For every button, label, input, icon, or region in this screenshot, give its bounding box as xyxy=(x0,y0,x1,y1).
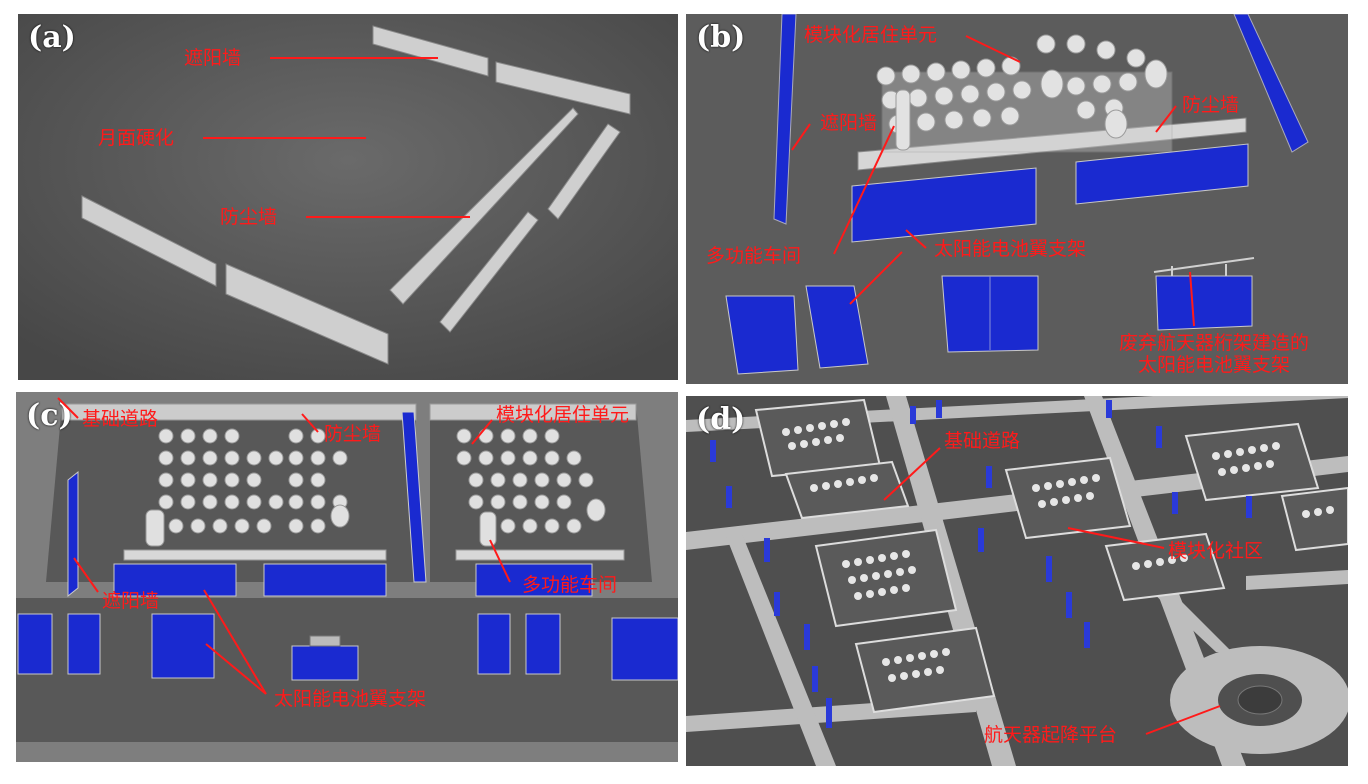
panel-a: (a) 遮阳墙 月面硬化 防尘墙 xyxy=(18,14,678,380)
modular-habitat-units-left xyxy=(145,428,350,547)
solar-panels xyxy=(710,400,1252,728)
modular-habitat-units xyxy=(876,34,1173,153)
dust-walls xyxy=(81,25,631,365)
launch-platform xyxy=(1152,586,1348,754)
solar-array-brackets xyxy=(17,563,678,681)
panel-c-scene xyxy=(16,392,678,762)
panel-d-tag: (d) xyxy=(696,402,746,437)
panel-d-label-community: 模块化社区 xyxy=(1168,540,1264,562)
dust-wall-front-left xyxy=(123,549,387,561)
panel-a-label-sunshade-wall: 遮阳墙 xyxy=(184,47,242,69)
dust-wall-back-left xyxy=(61,403,417,421)
panel-b-label-truss-bracket: 废弃航天器桁架建造的 太阳能电池翼支架 xyxy=(1088,332,1340,376)
panel-a-scene xyxy=(18,14,678,380)
habitat-dots xyxy=(782,418,1334,682)
sunshade-wall-left xyxy=(773,14,797,225)
panel-c: (c) 基础道路 防尘墙 模块化居住单元 遮阳墙 多功能车间 太阳能电池翼支架 xyxy=(16,392,678,762)
panel-d-label-road: 基础道路 xyxy=(944,430,1021,452)
panel-c-label-sunshade-wall: 遮阳墙 xyxy=(102,590,160,612)
panel-b-label-solar-bracket: 太阳能电池翼支架 xyxy=(934,238,1087,260)
panel-c-label-workshop: 多功能车间 xyxy=(522,574,618,596)
panel-d-label-launch-platform: 航天器起降平台 xyxy=(984,724,1118,746)
panel-b-label-dust-wall: 防尘墙 xyxy=(1182,94,1240,116)
sunshade-wall-left xyxy=(67,470,79,598)
panel-a-leader-lines xyxy=(203,57,470,218)
panel-b-tag: (b) xyxy=(696,20,746,55)
panel-b-label-workshop: 多功能车间 xyxy=(706,245,802,267)
panel-b: (b) 模块化居住单元 遮阳墙 防尘墙 多功能车间 太阳能电池翼支架 废弃航天器… xyxy=(686,14,1348,384)
modular-habitat-units-right xyxy=(456,428,606,547)
panel-d: (d) 基础道路 模块化社区 航天器起降平台 xyxy=(686,396,1348,766)
ground-block-left xyxy=(46,404,416,582)
panel-c-leader-lines xyxy=(57,397,511,695)
panel-b-label-truss-line2: 太阳能电池翼支架 xyxy=(1137,354,1290,376)
panel-b-scene xyxy=(686,14,1348,384)
truss-frame xyxy=(1153,257,1255,276)
solar-array-brackets xyxy=(725,143,1253,375)
panel-d-leader-lines xyxy=(883,447,1221,735)
panel-b-label-sunshade-wall: 遮阳墙 xyxy=(820,112,878,134)
panel-c-label-modular-unit: 模块化居住单元 xyxy=(496,404,630,426)
panel-d-scene xyxy=(686,396,1348,766)
panel-c-label-dust-wall: 防尘墙 xyxy=(324,423,382,445)
panel-c-label-solar-bracket: 太阳能电池翼支架 xyxy=(274,688,427,710)
panel-b-label-modular-unit: 模块化居住单元 xyxy=(804,24,938,46)
panel-b-leader-lines xyxy=(791,35,1195,327)
panel-a-label-lunar-hardening: 月面硬化 xyxy=(98,127,175,149)
dust-wall-back-right xyxy=(429,403,637,421)
panel-a-label-dust-wall: 防尘墙 xyxy=(220,206,278,228)
sunshade-wall-right xyxy=(1233,14,1309,153)
panel-b-label-truss-line1: 废弃航天器桁架建造的 xyxy=(1118,332,1309,354)
panel-a-tag: (a) xyxy=(28,20,76,55)
sunshade-wall-mid xyxy=(401,411,427,583)
dust-wall-front-right xyxy=(455,549,625,561)
truss-frame xyxy=(309,635,341,647)
panel-c-label-road: 基础道路 xyxy=(82,408,159,430)
